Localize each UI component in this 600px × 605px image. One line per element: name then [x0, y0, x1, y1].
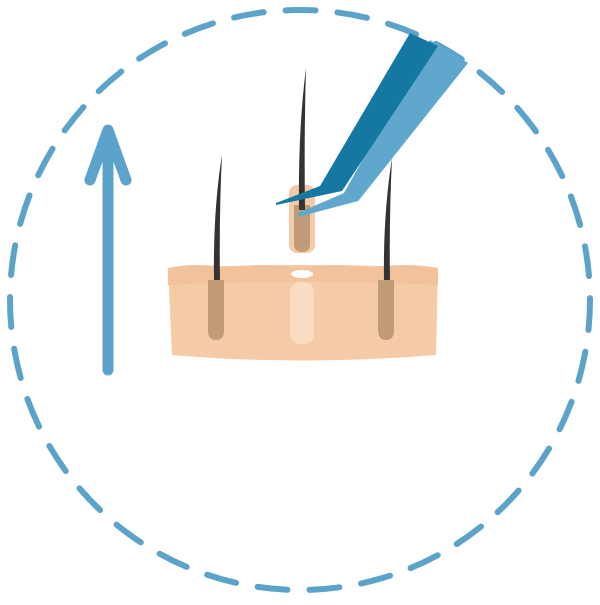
hair-right — [383, 158, 392, 280]
hair-left — [213, 155, 222, 280]
follicle-right — [378, 280, 394, 340]
graft-hair — [298, 68, 306, 210]
up-arrow-icon — [84, 124, 132, 376]
extraction-channel — [290, 282, 314, 344]
tweezer-arm-dark — [276, 33, 438, 205]
extraction-hole — [291, 270, 313, 278]
extracted-graft — [289, 68, 315, 253]
hair-follicle-icon — [378, 158, 394, 340]
follicle-left — [208, 280, 224, 340]
dashed-circle-icon — [7, 7, 593, 593]
tweezers-icon — [276, 33, 468, 217]
hair-follicle-icon — [208, 155, 224, 340]
skin-block-icon — [168, 265, 438, 361]
